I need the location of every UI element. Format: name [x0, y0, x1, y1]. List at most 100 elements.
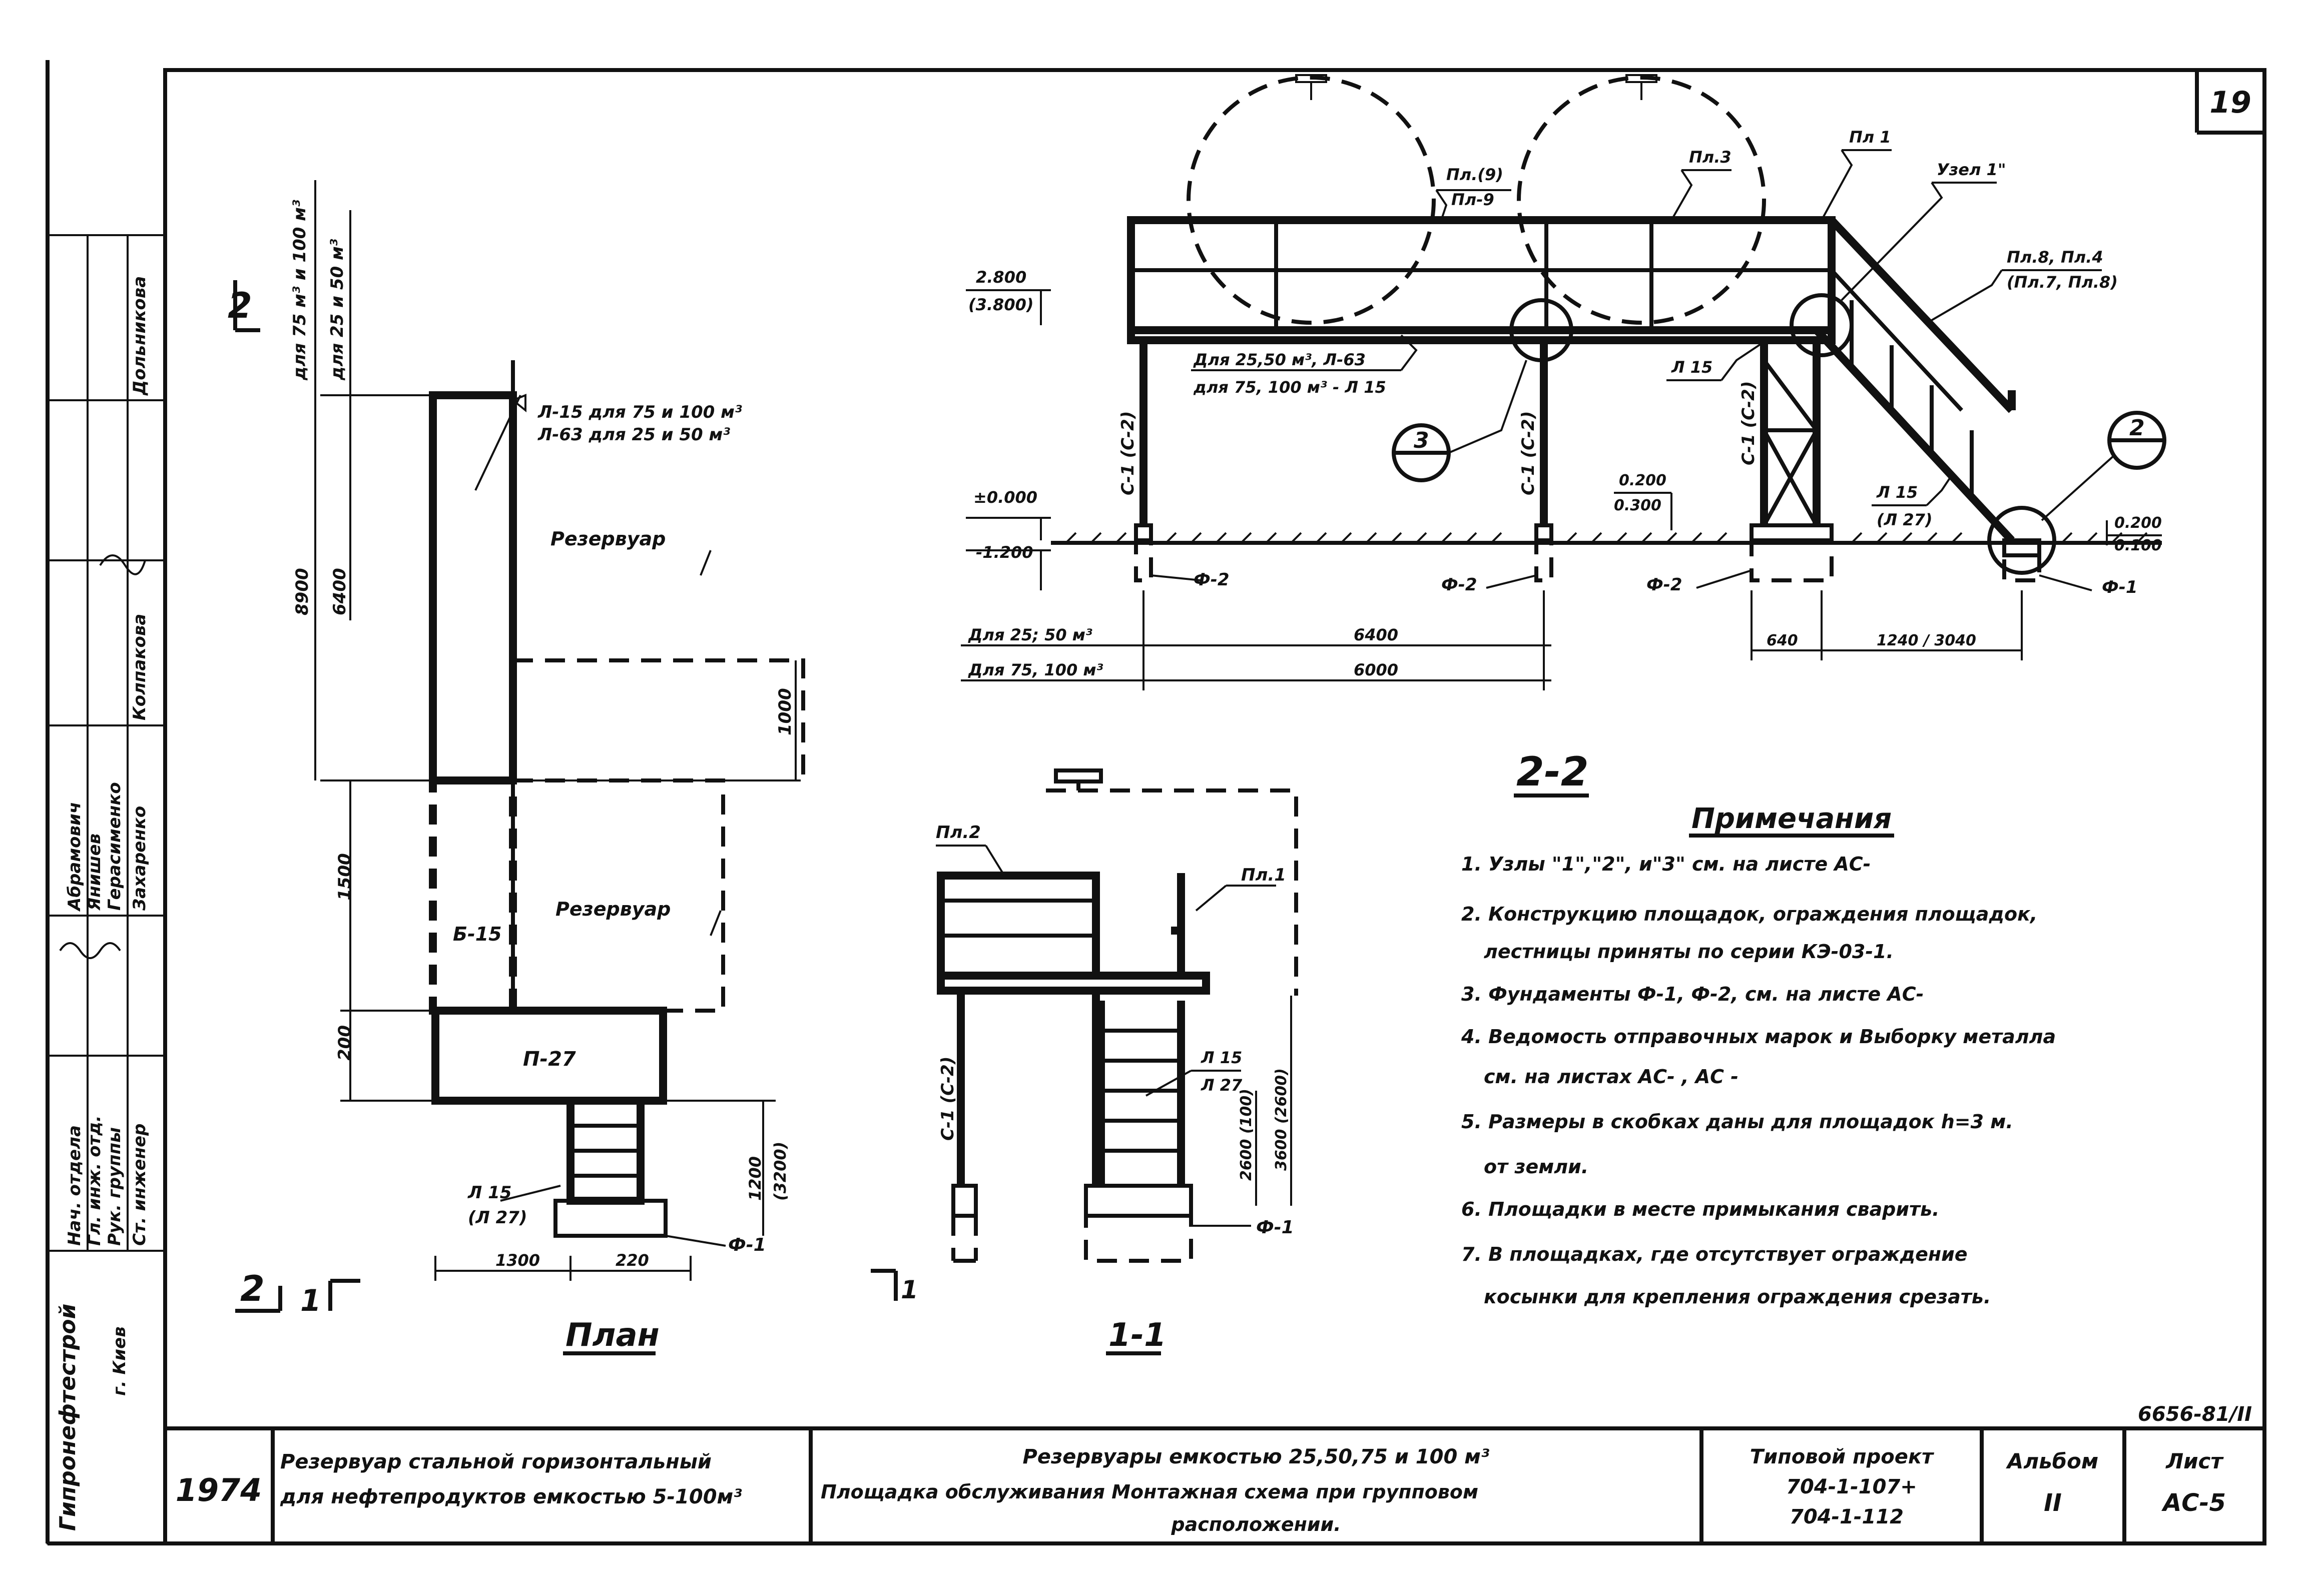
- title-sheet-label: Лист: [2165, 1449, 2224, 1473]
- section22-dim-6400: 6400: [1354, 625, 1398, 644]
- plan-section-1: 1: [300, 1283, 321, 1318]
- plan-landing-p27: [431, 1007, 667, 1105]
- stamp-org: Гипронефтестрой: [55, 1304, 81, 1531]
- plan-view: 2 для 75 м³ и 100 м³ для 25 и 50 м³ 8900…: [228, 180, 805, 1355]
- section22-elev-0000: ±0.000: [973, 488, 1037, 507]
- plan-dim-200: 200: [335, 1025, 355, 1061]
- stamp-city: г. Киев: [110, 1326, 130, 1396]
- plan-platform-upper: [429, 391, 517, 784]
- section22-label-c1b: С-1 (С-2): [1518, 411, 1538, 495]
- section22-label-pl7: (Пл.7, Пл.8): [2007, 273, 2118, 292]
- plan-dim-1500: 1500: [335, 853, 355, 901]
- section22-elev-0300: 0.300: [1614, 497, 1661, 514]
- note-5: 5. Размеры в скобках даны для площадок h…: [1461, 1111, 2013, 1133]
- note-5-cont: от земли.: [1484, 1156, 1588, 1178]
- plan-label-b15: Б-15: [453, 923, 502, 945]
- section-2-2: 3 2 Пл.(9) Пл-9 Пл.3 Пл 1 Узел 1" Пл.8, …: [961, 74, 2166, 797]
- stamp-role-3: Рук. группы: [105, 1127, 125, 1246]
- plan-dim-6400: 6400: [330, 568, 350, 615]
- section22-note-mid-1: Для 25,50 м³, Л-63: [1193, 350, 1366, 369]
- section11-label-pl2: Пл.2: [936, 823, 981, 843]
- title-project-number-2: 704-1-112: [1790, 1505, 1904, 1528]
- section22-label-f2a: Ф-2: [1194, 570, 1230, 590]
- title-main-3: расположении.: [1171, 1513, 1341, 1535]
- section22-node-3: 3: [1414, 428, 1429, 453]
- title-sheet-value: АС-5: [2161, 1489, 2226, 1517]
- section22-label-l15: Л 15: [1671, 358, 1712, 377]
- stamp-name-5: Колпакова: [130, 614, 150, 720]
- section11-railing: [937, 872, 1100, 980]
- section22-elev-0200: 0.200: [1619, 472, 1666, 489]
- title-object-2: для нефтепродуктов емкостью 5-100м³: [280, 1485, 742, 1508]
- section22-node-circle-3: [1509, 298, 1573, 362]
- plan-dim-top-1: для 75 м³ и 100 м³: [290, 200, 310, 381]
- notes-block: Примечания 1. Узлы "1","2", и"3" см. на …: [1461, 803, 2056, 1308]
- section22-deck: [1127, 326, 1836, 344]
- plan-dim-1000: 1000: [775, 688, 795, 735]
- section22-label-l15b: Л 15: [1876, 483, 1918, 502]
- note-2-cont: лестницы приняты по серии КЭ-03-1.: [1484, 941, 1894, 963]
- title-year: 1974: [176, 1472, 262, 1508]
- section22-label-uzel1: Узел 1": [1937, 160, 2006, 179]
- section11-label-l27: Л 27: [1201, 1076, 1243, 1095]
- section22-label-l27: (Л 27): [1877, 510, 1933, 529]
- section22-railing: [1127, 216, 1836, 334]
- section22-label-pl8: Пл.8, Пл.4: [2007, 248, 2103, 267]
- plan-foundation-f1: [553, 1199, 668, 1238]
- plan-dim-8900: 8900: [292, 568, 312, 615]
- plan-dim-3200: (3200): [771, 1142, 790, 1201]
- signature-2: [99, 554, 146, 575]
- plan-dim-220: 220: [616, 1251, 649, 1270]
- section22-dim-row1-label: Для 25; 50 м³: [968, 625, 1092, 644]
- signature-1: [59, 942, 121, 959]
- section22-label-pl9: Пл.(9): [1446, 165, 1503, 184]
- section11-title: 1-1: [1108, 1317, 1167, 1354]
- section22-label-c1a: С-1 (С-2): [1118, 411, 1138, 495]
- section22-node-circle-2: [1987, 506, 2056, 575]
- note-1: 1. Узлы "1","2", и"3" см. на листе АС-: [1461, 853, 1871, 875]
- plan-label-f1: Ф-1: [728, 1235, 766, 1255]
- plan-tank-1-label: Резервуар: [550, 528, 666, 550]
- stamp-role-1: Нач. отдела: [65, 1125, 85, 1246]
- section11-deck: [937, 972, 1210, 995]
- title-project-number-1: 704-1-107+: [1786, 1475, 1917, 1498]
- note-7: 7. В площадках, где отсутствует огражден…: [1461, 1243, 1968, 1265]
- plan-section-2: 2: [240, 1268, 265, 1309]
- section22-elev-3800: (3.800): [968, 295, 1033, 314]
- section22-title: 2-2: [1516, 748, 1589, 795]
- stamp-name-1: Абрамович: [65, 802, 85, 912]
- plan-dim-1300: 1300: [495, 1251, 540, 1270]
- plan-label-l27: (Л 27): [468, 1208, 527, 1228]
- title-project-label: Типовой проект: [1750, 1445, 1935, 1468]
- stamp-role-4: Ст. инженер: [130, 1123, 150, 1246]
- note-6: 6. Площадки в месте примыкания сварить.: [1461, 1198, 1939, 1220]
- section22-label-f2b: Ф-2: [1441, 575, 1477, 595]
- section22-dim-640: 640: [1767, 632, 1798, 649]
- plan-tank-2-label: Резервуар: [555, 898, 671, 920]
- section22-label-c1c: С-1 (С-2): [1739, 381, 1759, 465]
- title-block: 1974 Резервуар стальной горизонтальный д…: [165, 1403, 2264, 1543]
- notes-heading: Примечания: [1691, 803, 1892, 835]
- section22-label-plb: Пл-9: [1451, 190, 1494, 209]
- section22-dim-1240: 1240 / 3040: [1877, 632, 1976, 649]
- stamp-name-3: Герасименко: [105, 782, 125, 911]
- plan-dim-1200: 1200: [746, 1156, 765, 1201]
- plan-dim-top-2: для 25 и 50 м³: [327, 239, 347, 381]
- section11-hatch-cover: [1054, 768, 1103, 783]
- title-object-1: Резервуар стальной горизонтальный: [280, 1450, 712, 1473]
- section22-note-mid-2: для 75, 100 м³ - Л 15: [1193, 378, 1386, 397]
- section-1-1: Пл.2 Пл.1 Л 15 Л 27 С-1 (С-2) Ф-1 3600 (…: [871, 768, 1298, 1355]
- section11-mark: 1: [901, 1275, 918, 1304]
- note-4-cont: см. на листах АС- , АС -: [1484, 1066, 1739, 1088]
- title-main-2: Площадка обслуживания Монтажная схема пр…: [821, 1481, 1478, 1503]
- section22-label-f2c: Ф-2: [1646, 575, 1682, 595]
- section11-dim-3600: 3600 (2600): [1273, 1068, 1290, 1171]
- section22-elev-2800: 2.800: [976, 268, 1026, 287]
- plan-tank-2-outline: [511, 778, 725, 1013]
- drawing-code: 6656-81/II: [2138, 1403, 2252, 1426]
- plan-section-top: 2: [228, 285, 252, 326]
- section11-label-l15: Л 15: [1201, 1048, 1242, 1067]
- section22-dim-6000: 6000: [1354, 660, 1398, 679]
- plan-label-l15: Л 15: [467, 1183, 511, 1203]
